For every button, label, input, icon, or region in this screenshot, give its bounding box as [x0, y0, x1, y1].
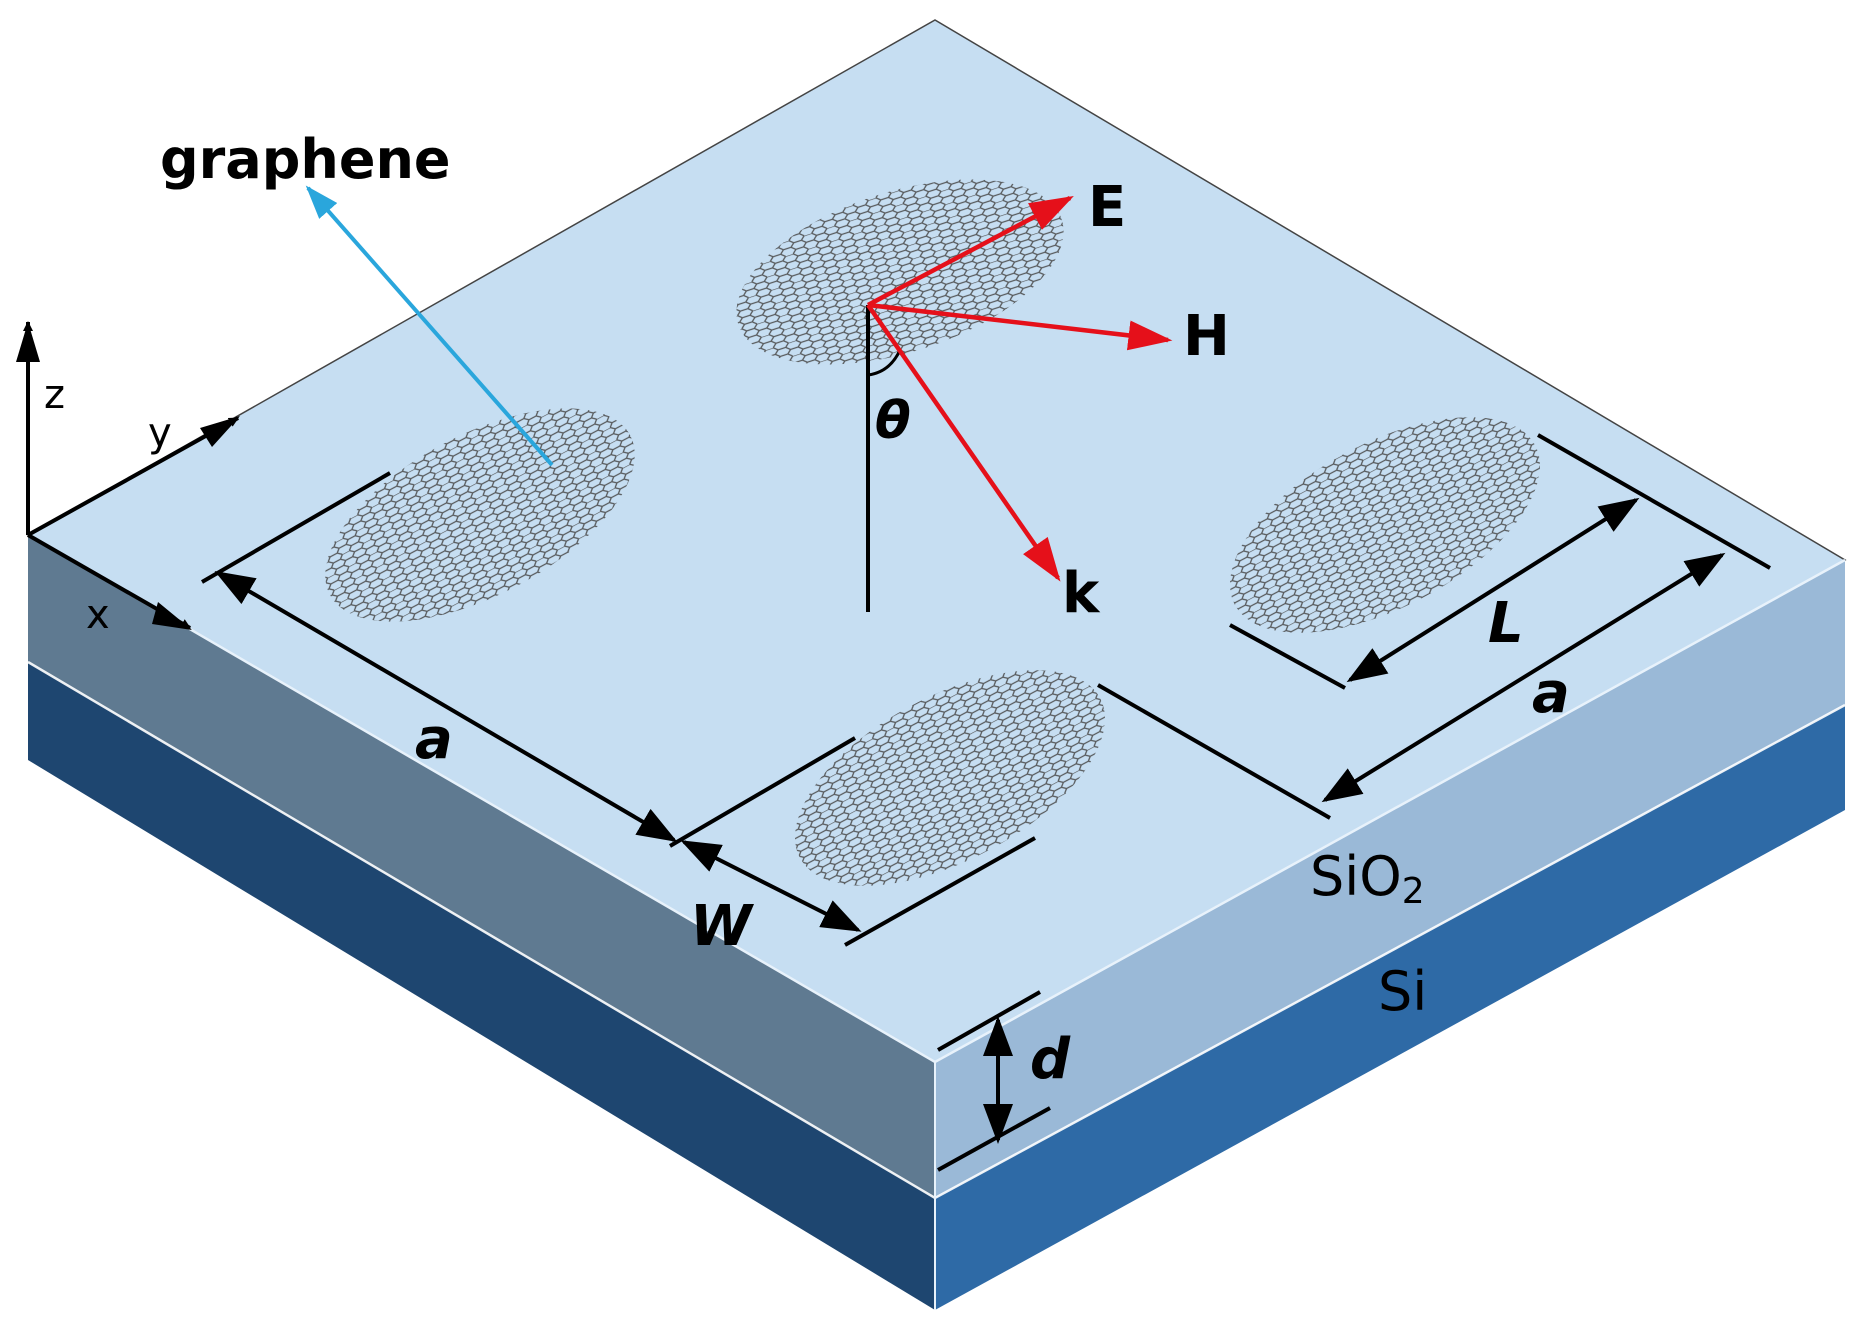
theta-label: θ — [875, 391, 911, 451]
h-field-arrow — [867, 302, 1173, 351]
z-axis-arrowhead — [16, 322, 40, 362]
dimension-d — [937, 990, 1051, 1172]
dimension-l-and-a-right — [1097, 433, 1771, 820]
graphene-patch-center-bottom — [795, 670, 1105, 886]
layer-label-sio2: SiO2 — [1310, 845, 1425, 912]
dimension-w — [680, 836, 1036, 947]
axis-label-z: z — [44, 372, 65, 418]
theta-arc — [867, 349, 902, 377]
x-axis-arrowhead — [152, 602, 192, 630]
axis-label-x: x — [86, 592, 110, 638]
h-field-label: H — [1183, 304, 1230, 369]
y-axis-arrowhead — [200, 416, 240, 447]
e-field-arrow — [866, 195, 1074, 307]
si-layer-right-face — [935, 705, 1845, 1310]
dimension-label-d: d — [1030, 1027, 1071, 1092]
dimension-label-a-right: a — [1532, 661, 1570, 726]
axis-label-y: y — [148, 410, 172, 456]
dimension-label-a-left: a — [415, 707, 453, 772]
k-vector-arrow — [866, 303, 1061, 582]
graphene-patch-left — [325, 408, 635, 622]
e-field-label: E — [1088, 175, 1126, 240]
dimension-label-w: W — [690, 894, 755, 959]
dimension-label-l: L — [1488, 591, 1524, 656]
dimension-a-left — [200, 471, 857, 848]
layer-label-si: Si — [1378, 960, 1427, 1023]
k-vector-label: k — [1062, 561, 1101, 626]
graphene-pointer-arrow — [305, 185, 554, 467]
graphene-label: graphene — [160, 128, 451, 191]
